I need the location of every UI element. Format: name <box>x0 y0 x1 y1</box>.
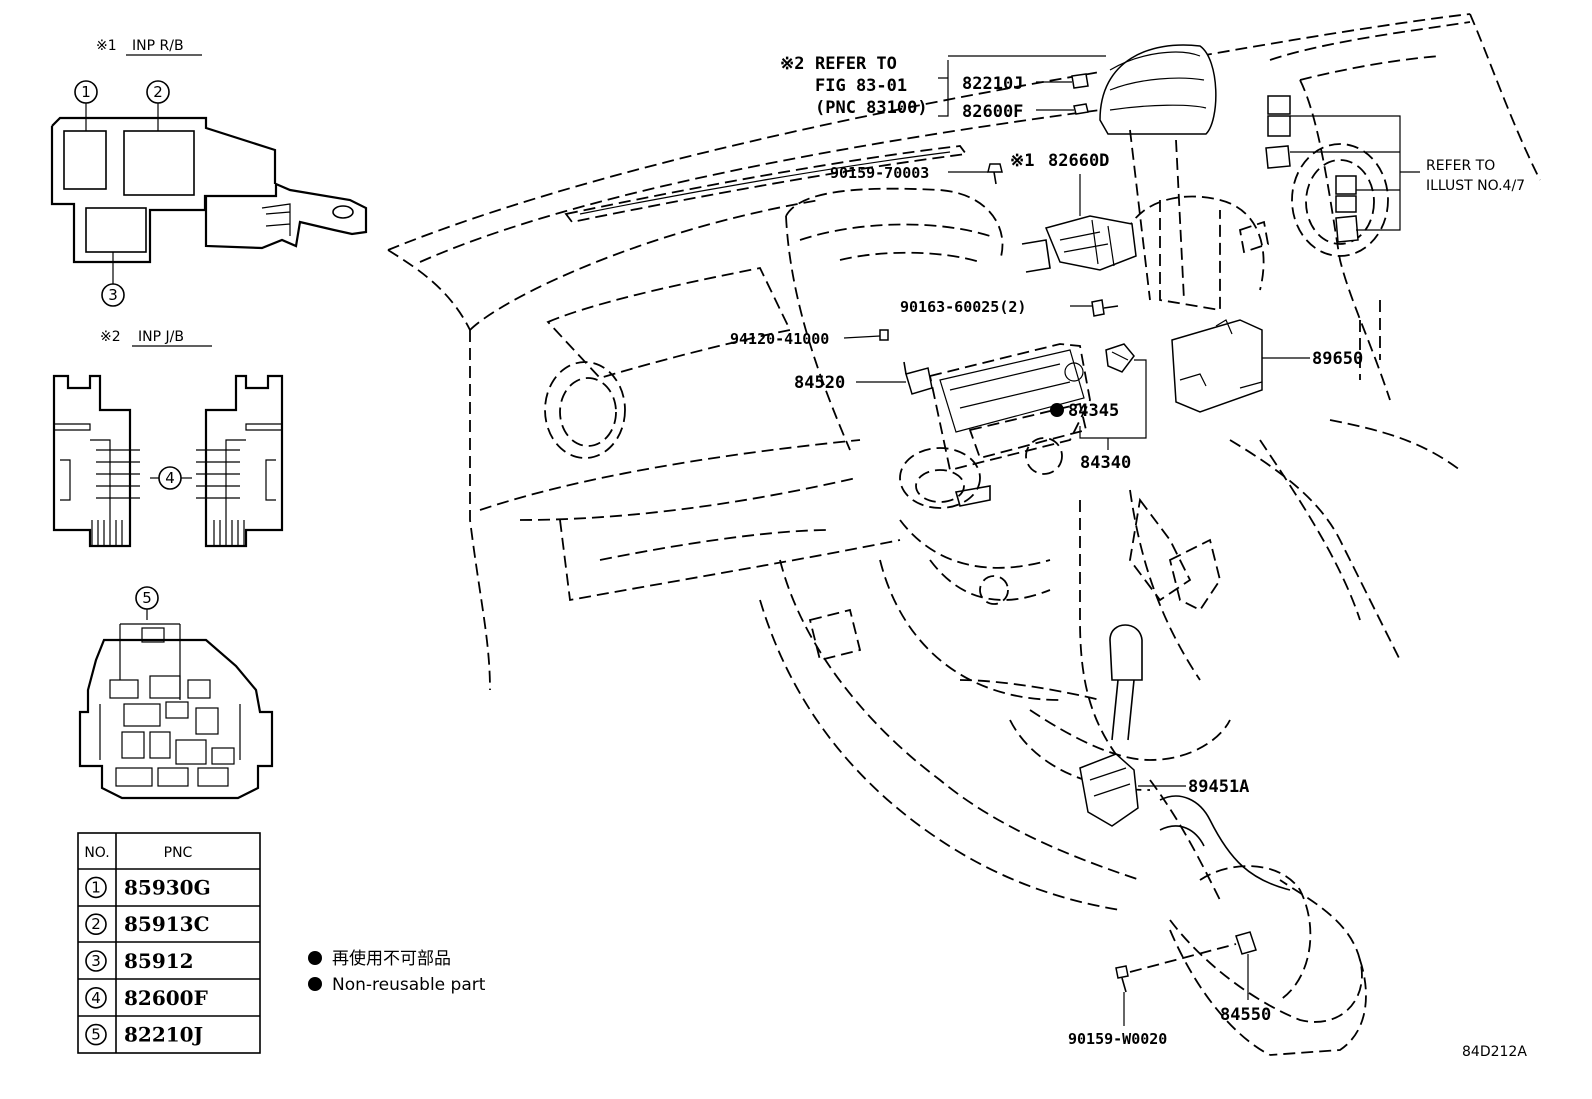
label-82210J: 82210J <box>962 74 1023 94</box>
label-82660D-mark: ※1 <box>1010 151 1034 171</box>
parts-solid <box>879 44 1359 993</box>
label-84340: 84340 <box>1080 453 1131 473</box>
label-84550: 84550 <box>1220 1005 1271 1025</box>
label-84520: 84520 <box>794 373 845 393</box>
table-row-no: 2 <box>91 915 101 933</box>
table-row-no: 5 <box>91 1026 101 1044</box>
inset1-num-2: 2 <box>153 83 163 101</box>
table-row-pnc: 82600F <box>124 986 208 1010</box>
non-reusable-dot <box>1050 403 1064 417</box>
table-header-no: NO. <box>84 845 109 861</box>
inset2-mark: ※2 <box>100 329 121 345</box>
inset-fuse-block: 5 <box>78 586 274 800</box>
label-90159-70003: 90159-70003 <box>830 164 929 182</box>
label-90163-60025: 90163-60025(2) <box>900 298 1026 316</box>
table-row-no-circle <box>85 913 107 936</box>
inset2-title: INP J/B <box>138 329 184 345</box>
table-row-no-circle <box>85 876 107 899</box>
legend-dot-1 <box>308 951 322 965</box>
leader-lines <box>843 55 1420 1026</box>
legend-line-1: 再使用不可部品 <box>332 948 451 969</box>
table-row-no-circle <box>85 1023 107 1046</box>
label-94120-41000: 94120-41000 <box>730 330 829 348</box>
labels: ※2 REFER TO FIG 83-01 (PNC 83100) 82210J… <box>730 54 1527 1060</box>
table-row-pnc: 85912 <box>124 949 194 973</box>
label-84345: 84345 <box>1068 401 1119 421</box>
table-row-no-circle <box>85 950 107 972</box>
table-row-no: 1 <box>91 878 101 896</box>
table-row-pnc: 85913C <box>124 912 210 936</box>
refer-illust-line1: REFER TO <box>1426 158 1495 174</box>
refer-illust-line2: ILLUST NO.4/7 <box>1426 178 1525 194</box>
refer-fig-mark: ※2 <box>780 54 804 74</box>
table-row-pnc: 85930G <box>124 875 211 899</box>
table-row-no: 4 <box>91 989 101 1007</box>
inset-junction-block: ※2 INP J/B 4 <box>52 329 284 548</box>
table-row-pnc: 82210J <box>124 1023 203 1047</box>
refer-fig-line3: (PNC 83100) <box>815 98 928 118</box>
inset3-num-5: 5 <box>142 589 152 607</box>
table-rows: 1 85930G 2 85913C 3 85912 4 82600F 5 82210J <box>85 875 211 1047</box>
legend: 再使用不可部品 Non-reusable part <box>308 948 486 995</box>
inset1-title: INP R/B <box>132 38 184 54</box>
inset1-num-3: 3 <box>108 286 118 304</box>
label-82660D: 82660D <box>1048 151 1109 171</box>
legend-line-2: Non-reusable part <box>332 975 486 995</box>
label-90159-W0020: 90159-W0020 <box>1068 1030 1167 1048</box>
label-89650: 89650 <box>1312 349 1363 369</box>
pnc-table: NO. PNC <box>77 832 261 1054</box>
inset1-mark: ※1 <box>96 38 117 54</box>
diagram-code: 84D212A <box>1462 1044 1527 1060</box>
table-row-no-circle <box>85 986 107 1009</box>
dashboard-illustration <box>387 13 1541 1056</box>
inset-relay-block: ※1 INP R/B 1 2 3 <box>50 38 368 307</box>
table-header-pnc: PNC <box>164 845 193 861</box>
inset1-num-1: 1 <box>81 83 91 101</box>
label-89451A: 89451A <box>1188 777 1249 797</box>
label-82600F: 82600F <box>962 102 1023 122</box>
legend-dot-2 <box>308 977 322 991</box>
table-row-no: 3 <box>91 952 101 970</box>
refer-fig-line2: FIG 83-01 <box>815 76 907 96</box>
inset2-num-4: 4 <box>165 469 175 487</box>
refer-fig-line1: REFER TO <box>815 54 897 74</box>
